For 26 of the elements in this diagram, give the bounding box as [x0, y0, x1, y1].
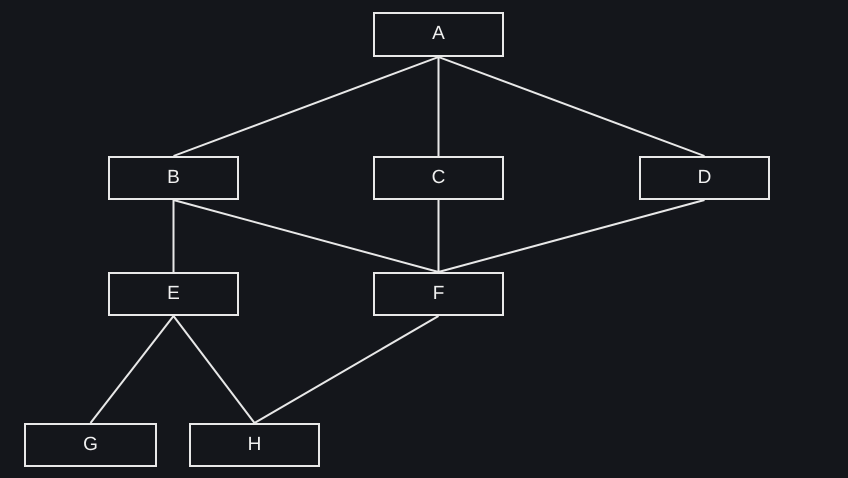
- node-label: H: [248, 432, 262, 457]
- node-box: [108, 156, 239, 200]
- node-box: [189, 423, 320, 467]
- node-box: [373, 156, 504, 200]
- connector-line: [173, 56, 439, 157]
- connector-line: [90, 315, 174, 424]
- connector-line: [438, 56, 705, 157]
- node-label: D: [698, 166, 712, 190]
- connector-line: [254, 315, 439, 424]
- connector-line: [172, 200, 174, 272]
- connector-line: [438, 200, 440, 272]
- node-box: [373, 12, 504, 57]
- connector-line: [438, 199, 705, 273]
- node-box: [373, 272, 504, 316]
- node-label: C: [432, 166, 446, 190]
- node-box: [24, 423, 157, 467]
- connector-line: [173, 199, 439, 273]
- connector-line: [172, 315, 256, 424]
- node-label: F: [432, 282, 444, 306]
- node-label: E: [167, 282, 180, 306]
- connector-line: [438, 57, 440, 156]
- node-box: [108, 272, 239, 316]
- node-box: [639, 156, 770, 200]
- node-label: G: [83, 432, 98, 457]
- node-label: B: [167, 166, 180, 190]
- node-label: A: [432, 22, 445, 46]
